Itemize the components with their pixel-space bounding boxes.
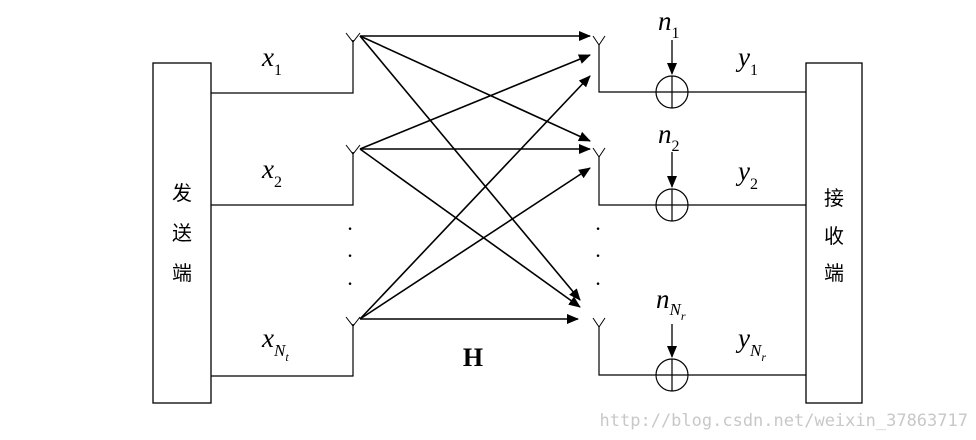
receive-feed-lines (598, 44, 806, 376)
rx-antenna-2-icon (592, 147, 606, 158)
receiver-char-2: 收 (824, 224, 844, 248)
noise-label-3: nNr (656, 284, 686, 323)
path-2-3 (359, 148, 581, 308)
input-label-1: x1 (261, 42, 282, 79)
path-1-2 (359, 35, 591, 142)
watermark: http://blog.csdn.net/weixin_37863717 (600, 411, 968, 431)
output-labels: y1 y2 yNr (735, 42, 766, 364)
tx-ellipsis: · · · (346, 216, 353, 296)
tx-antenna-1-icon (345, 32, 361, 43)
adders (655, 75, 689, 392)
tx-dot-1: · (346, 216, 353, 241)
transmit-feed-lines (211, 40, 354, 377)
rx-ellipsis: · · · (594, 216, 601, 296)
rx-feed-3 (598, 326, 656, 376)
channel-matrix-label: H (463, 343, 483, 372)
output-label-3: yNr (735, 323, 766, 364)
adder-3-icon (655, 358, 689, 392)
path-2-1 (359, 54, 591, 150)
transmitter-block: 发 送 端 (152, 62, 212, 404)
transmit-antennas (345, 32, 361, 327)
rx-feed-2 (598, 156, 656, 206)
noise-label-2: n2 (658, 119, 680, 155)
adder-2-icon (655, 188, 689, 222)
transmitter-char-2: 送 (172, 221, 192, 245)
rx-feed-1 (598, 44, 656, 93)
tx-dot-3: · (346, 271, 353, 296)
tx-feed-2 (211, 152, 354, 206)
receiver-char-3: 端 (824, 261, 844, 285)
path-3-1 (359, 75, 591, 320)
output-label-2: y2 (735, 156, 758, 193)
tx-antenna-3-icon (345, 316, 361, 327)
rx-dot-3: · (594, 271, 601, 296)
rx-antenna-3-icon (592, 317, 606, 328)
tx-antenna-2-icon (345, 144, 361, 155)
rx-dot-2: · (594, 243, 601, 268)
tx-dot-2: · (346, 243, 353, 268)
path-1-3 (359, 35, 581, 301)
transmitter-char-3: 端 (172, 261, 192, 285)
tx-feed-3 (211, 324, 354, 377)
receiver-block: 接 收 端 (805, 62, 863, 404)
transmitter-char-1: 发 (172, 181, 192, 205)
input-labels: x1 x2 xNt (261, 42, 289, 364)
input-label-2: x2 (261, 154, 282, 191)
path-3-2 (359, 167, 591, 320)
tx-feed-1 (211, 40, 354, 94)
rx-antenna-1-icon (592, 35, 606, 46)
noise-labels: n1 n2 nNr (656, 6, 686, 323)
input-label-3: xNt (261, 323, 289, 364)
adder-1-icon (655, 75, 689, 109)
noise-label-1: n1 (658, 6, 680, 42)
channel-paths (359, 31, 591, 324)
rx-dot-1: · (594, 216, 601, 241)
receiver-char-1: 接 (824, 186, 844, 210)
output-label-1: y1 (735, 42, 758, 79)
